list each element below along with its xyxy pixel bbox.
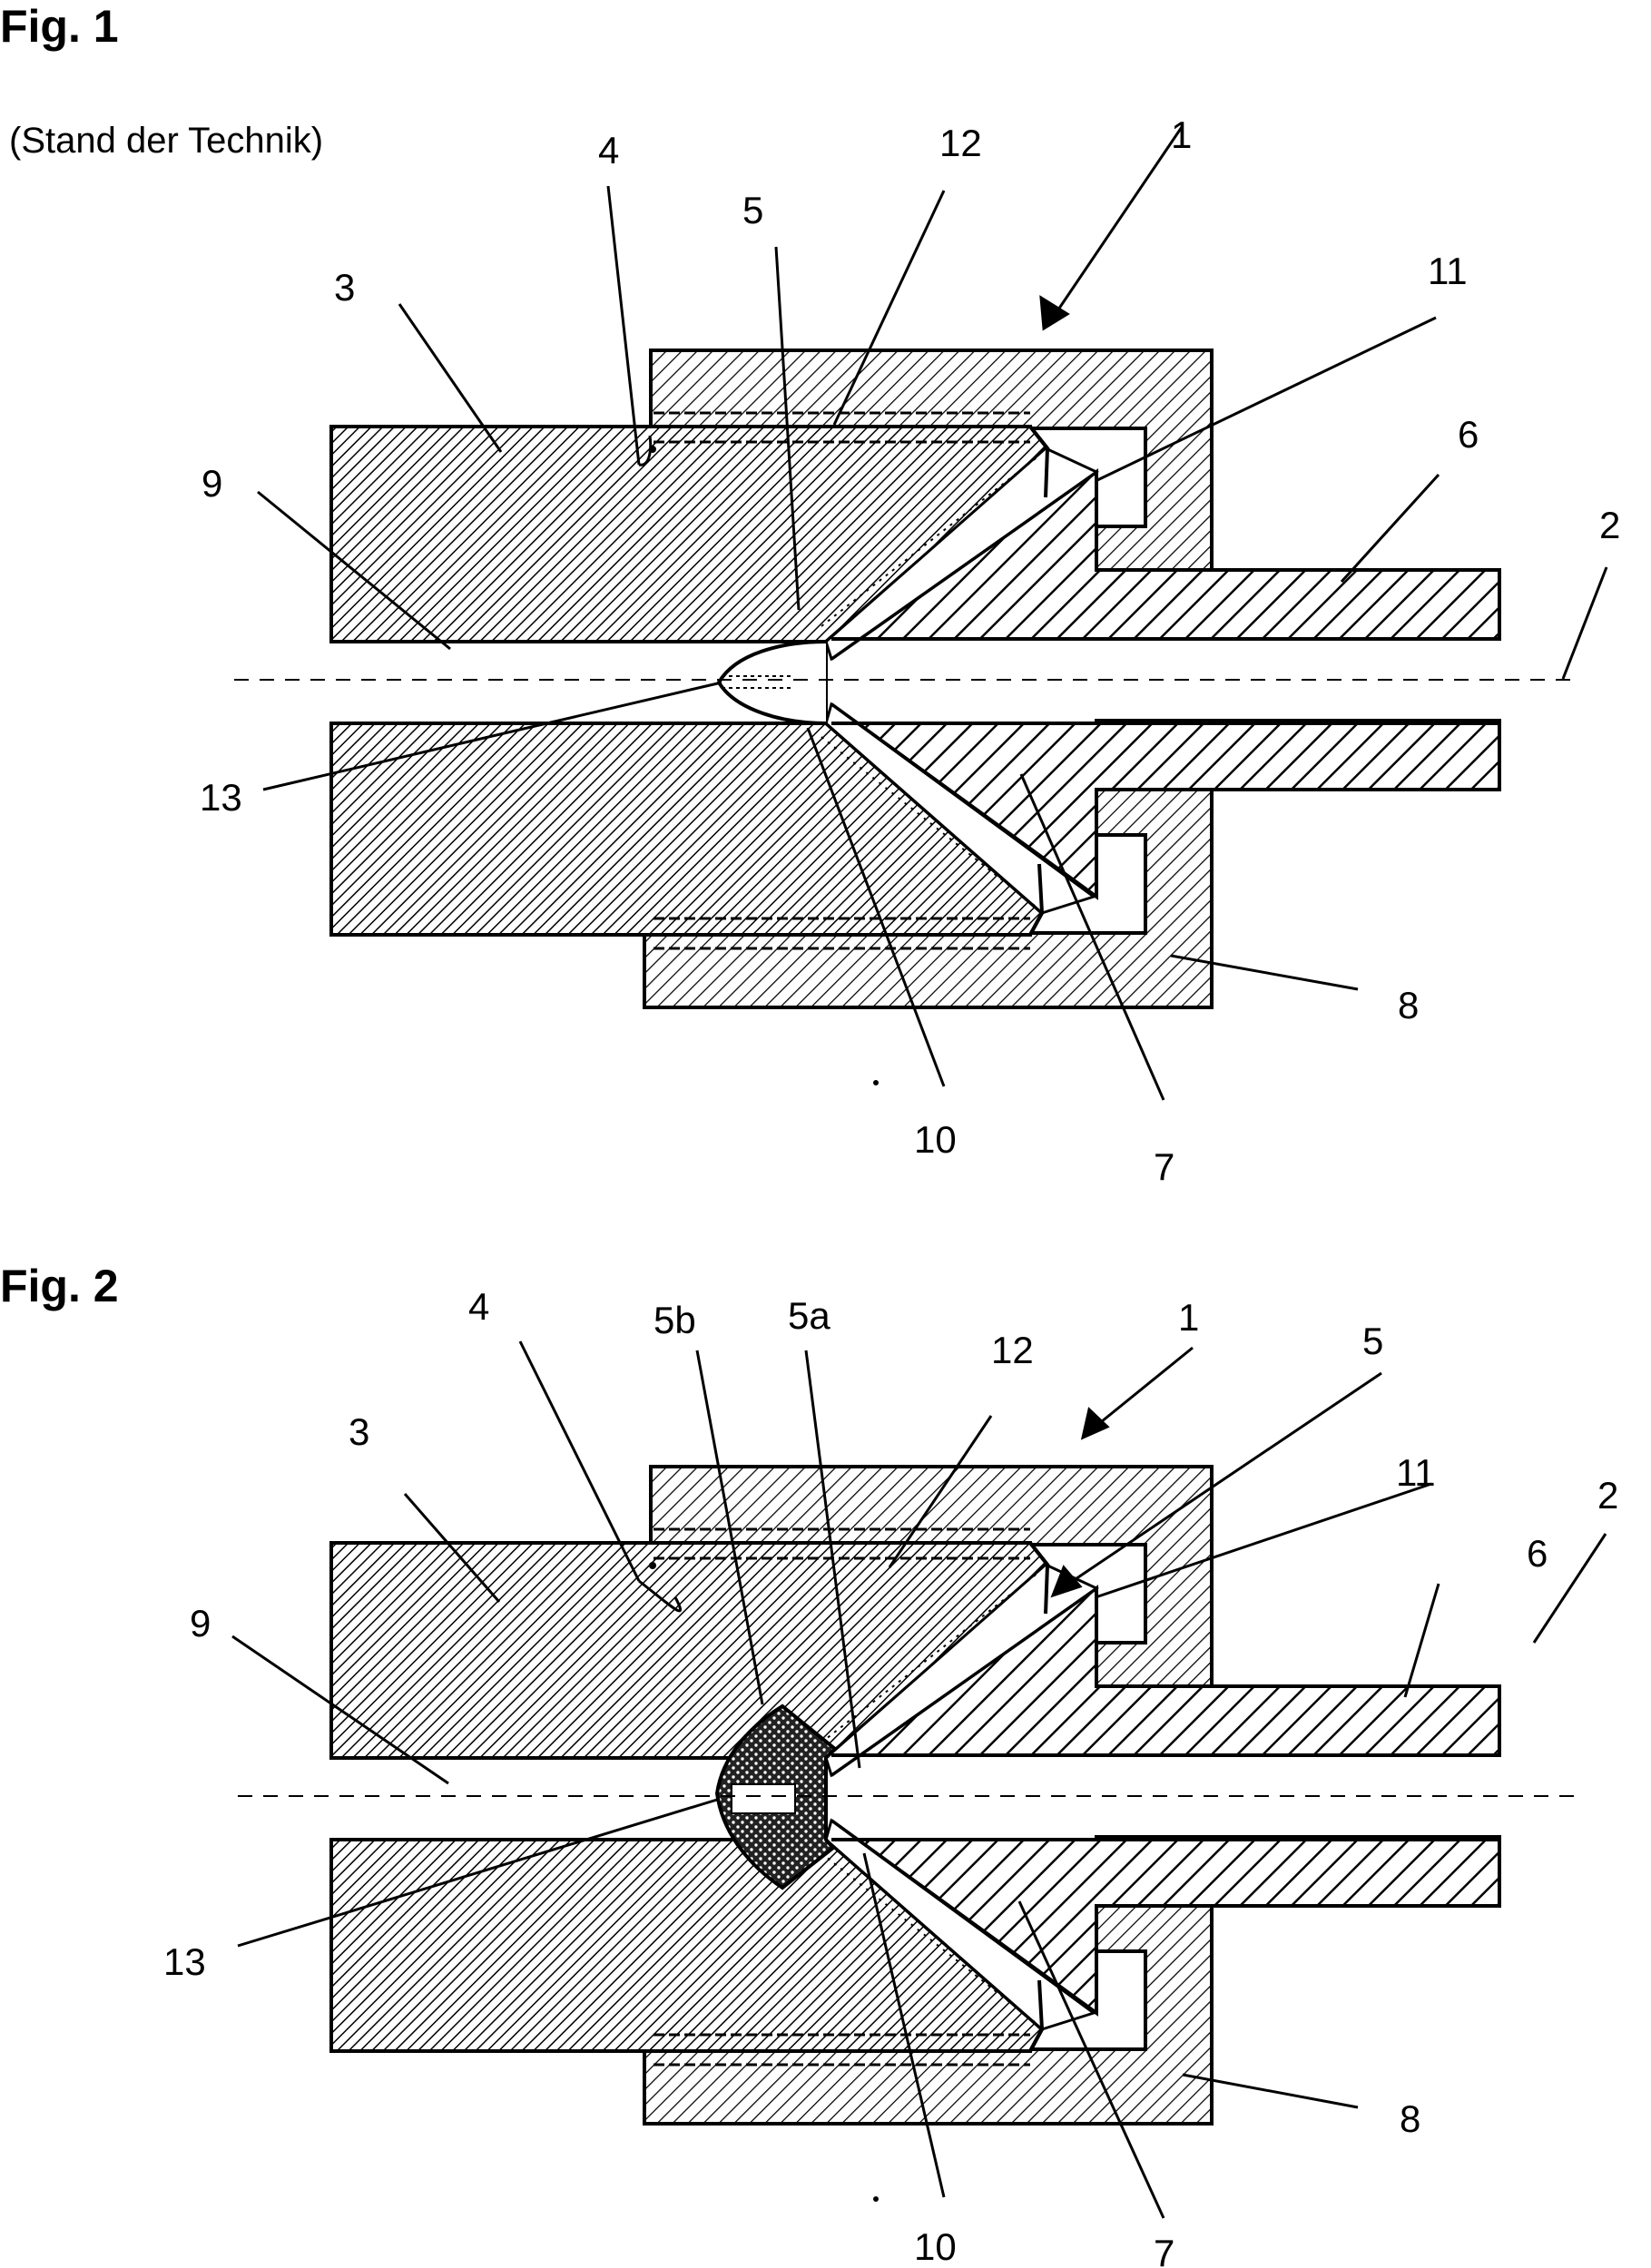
figure-1-ref-6: 6 <box>1458 413 1479 456</box>
figure-1-ref-9: 9 <box>201 462 222 505</box>
figure-1-caption: (Stand der Technik) <box>9 121 323 161</box>
figure-1-ref-3: 3 <box>334 266 355 309</box>
figure-2-ref-13: 13 <box>163 1940 206 1983</box>
figure-1-ref-5: 5 <box>742 189 763 231</box>
figure-1: Fig. 1 (Stand der Technik) <box>0 1 1620 1188</box>
figure-2-ref-6: 6 <box>1527 1532 1548 1575</box>
figure-1-ref-7: 7 <box>1154 1145 1174 1188</box>
figure-2-ref-5b: 5b <box>654 1299 696 1341</box>
figure-1-ref-11: 11 <box>1428 250 1468 292</box>
figure-1-title: Fig. 1 <box>0 1 119 52</box>
figure-2-ref-9: 9 <box>190 1602 211 1645</box>
figure-2-ref-11: 11 <box>1396 1451 1436 1494</box>
figure-2-ref-3: 3 <box>349 1410 369 1453</box>
figure-2-ref-12: 12 <box>991 1329 1034 1371</box>
figure-1-ref-10: 10 <box>914 1118 957 1161</box>
figure-2-ref-1: 1 <box>1178 1296 1199 1339</box>
figure-2-ref-7: 7 <box>1154 2232 1174 2268</box>
figure-1-ref-8: 8 <box>1398 984 1419 1026</box>
figure-2-fitting-section <box>331 1467 1499 2202</box>
figure-2-title: Fig. 2 <box>0 1261 119 1311</box>
figure-2-ref-8: 8 <box>1400 2097 1420 2140</box>
figure-1-fitting-section <box>331 350 1499 1085</box>
figure-1-ref-4: 4 <box>598 129 619 172</box>
figure-1-ref-12: 12 <box>939 122 982 164</box>
figure-2-ref-4: 4 <box>468 1285 489 1328</box>
figure-1-ref-1: 1 <box>1171 113 1192 156</box>
figure-1-ref-13: 13 <box>200 776 242 819</box>
figure-2-ref-10: 10 <box>914 2225 957 2268</box>
figure-2-ref-5a: 5a <box>788 1294 830 1337</box>
figure-1-pipe-bead <box>719 642 826 723</box>
figure-2-ref-5: 5 <box>1362 1320 1383 1362</box>
figure-1-ref-2: 2 <box>1599 504 1620 546</box>
figure-2: Fig. 2 <box>0 1261 1618 2268</box>
figure-2-ref-2: 2 <box>1597 1474 1618 1517</box>
